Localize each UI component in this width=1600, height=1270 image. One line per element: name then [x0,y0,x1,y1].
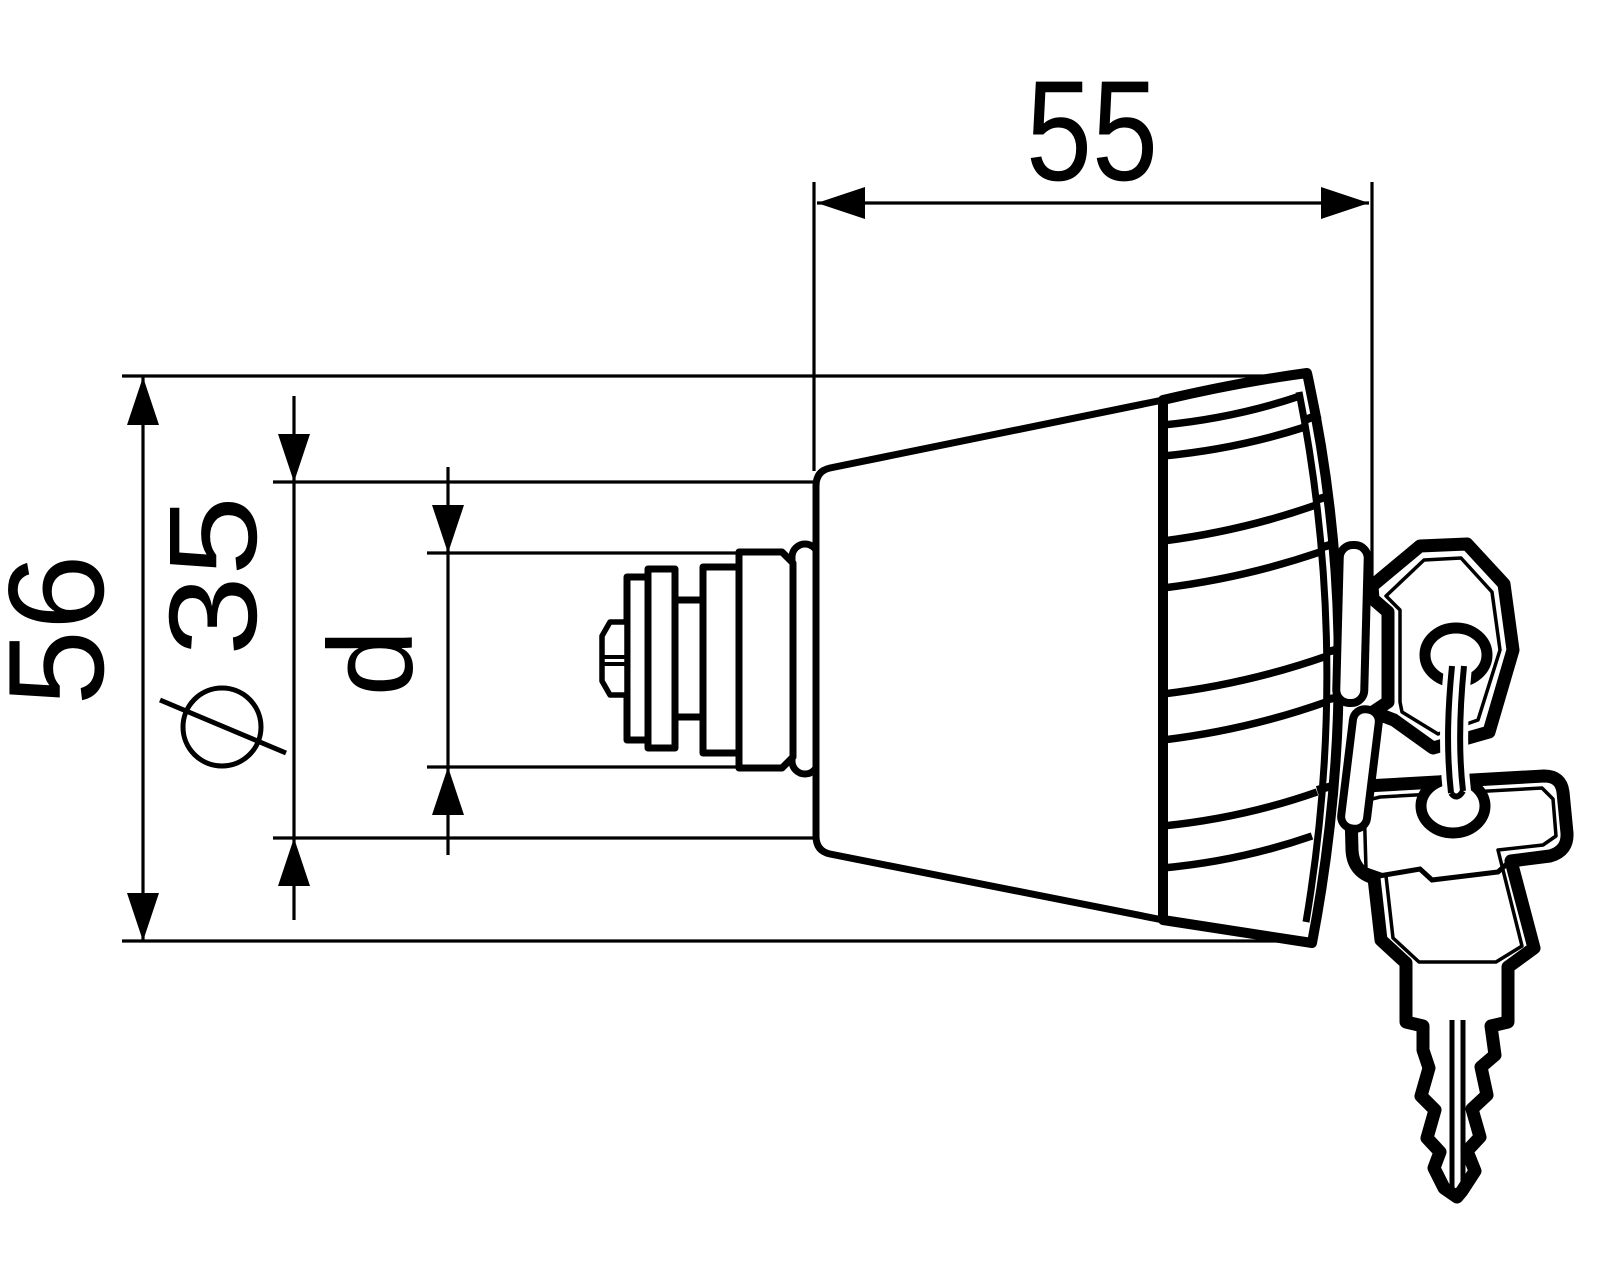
knob-grip-ribs [1162,392,1329,872]
shaft-neck [671,596,707,721]
shaft-disc-large [644,565,679,752]
arrow-down-icon [432,505,464,553]
hex-facet-lines [603,655,627,666]
key-lower [1344,769,1574,1204]
key-upper-inner-line [1384,556,1502,736]
dimension-overall-length-55 [812,182,1374,585]
dimension-mounting-d [427,467,738,855]
arrow-down-icon [127,893,159,941]
arrow-up-icon [432,767,464,815]
diameter-symbol-icon [159,685,287,769]
dim-56-label: 56 [0,554,132,705]
cylinder-cap-upper [1332,540,1372,708]
arrow-down-icon [278,434,310,482]
shaft-disc-small [623,573,652,744]
dimension-knob-diameter-56 [122,374,1316,943]
arrow-up-icon [127,377,159,425]
switch-body-cone [812,396,1167,924]
dim-d-label: d [304,630,438,697]
cylinder-cap-lower [1337,705,1383,833]
knob [1158,368,1344,948]
key-blade-groove-lines [1449,1020,1466,1192]
arrow-right-icon [1321,187,1369,219]
dim-55-label: 55 [1026,52,1158,211]
dim-35-label: 35 [144,496,283,656]
mounting-ring-d [735,548,797,772]
key-ring-wire [1440,665,1472,800]
key-lower-outline [1344,769,1574,1204]
bushing-ring [699,563,743,757]
arrow-up-icon [278,838,310,886]
shaft-stack [599,548,797,772]
key-lower-inner-line [1362,786,1558,964]
key-upper [1365,537,1520,755]
dimension-body-diameter-35 [273,396,813,920]
arrow-left-icon [817,187,865,219]
